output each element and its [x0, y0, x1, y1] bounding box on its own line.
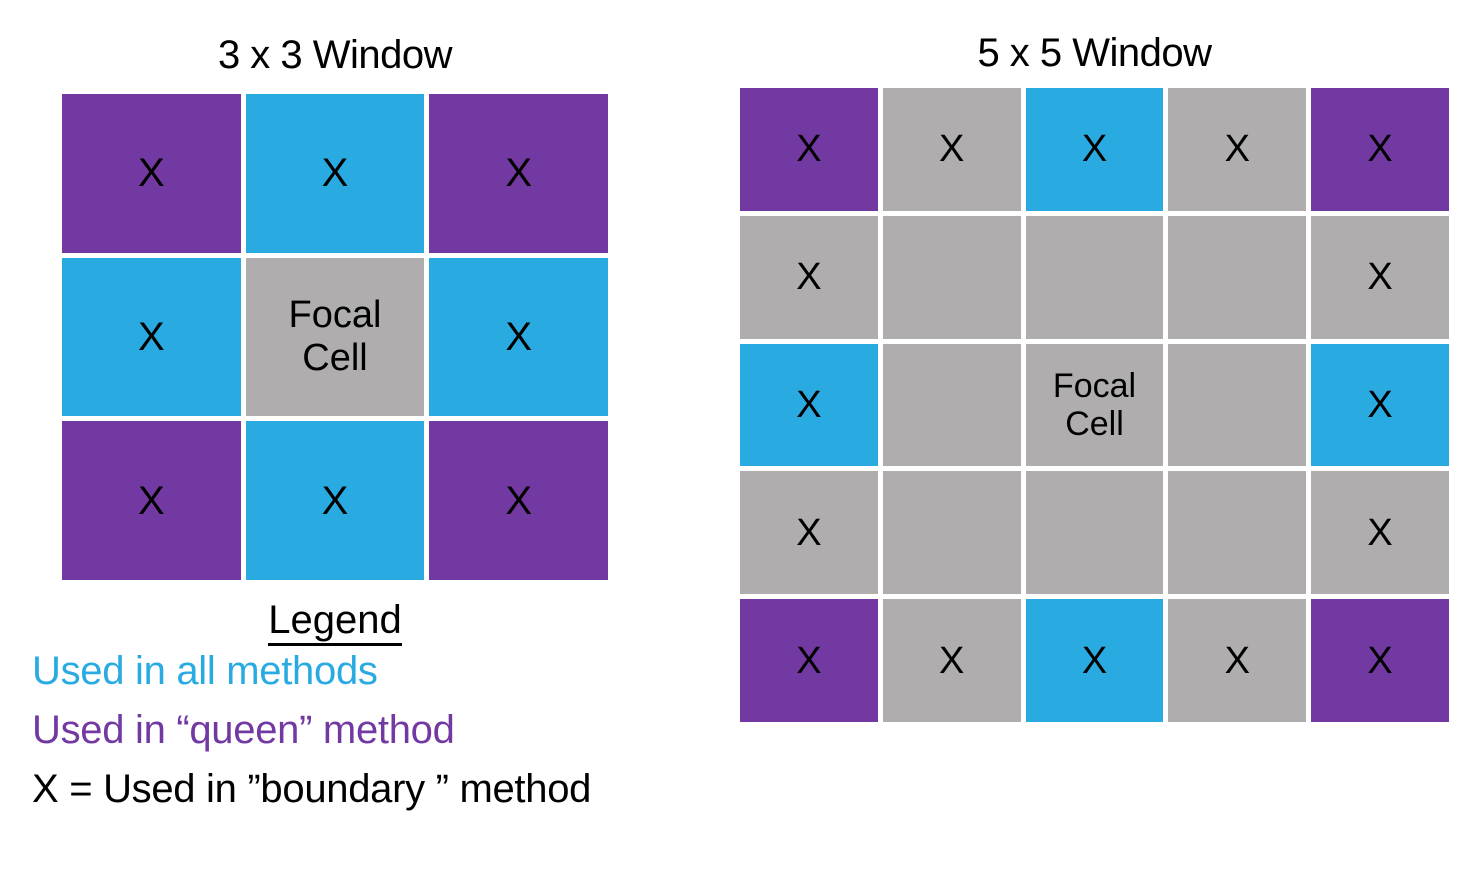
grid5x5-cell-r5c1: X: [740, 599, 878, 722]
boundary-mark-x: X: [1081, 128, 1108, 171]
grid5x5-cell-r5c2: X: [882, 599, 1021, 722]
grid5x5-cell-r4c5: X: [1311, 471, 1449, 595]
legend-entry-all-methods: Used in all methods: [32, 649, 378, 693]
boundary-mark-x: X: [796, 639, 822, 682]
grid3x3-cell-r3c3: X: [429, 421, 608, 580]
grid3x3-cell-r3c2: X: [245, 421, 425, 580]
grid5x5-cell-r3c2: [882, 343, 1021, 467]
boundary-mark-x: X: [321, 151, 349, 196]
boundary-mark-x: X: [1367, 511, 1393, 554]
grid3x3-cell-r2c2: Focal Cell: [245, 257, 425, 417]
focal-cell-label: Focal Cell: [288, 294, 382, 379]
grid5x5-cell-r2c3: [1025, 215, 1164, 339]
grid5x5-cell-r2c1: X: [740, 215, 878, 339]
grid5x5-cell-r4c3: [1025, 471, 1164, 595]
boundary-mark-x: X: [1081, 639, 1108, 682]
legend-title-text: Legend: [268, 598, 402, 646]
grid3x3-cell-r1c3: X: [429, 94, 608, 253]
grid5x5-cell-r4c4: [1168, 471, 1307, 595]
boundary-mark-x: X: [939, 639, 965, 682]
legend-title: Legend: [62, 598, 608, 646]
grid3x3-cell-r1c1: X: [62, 94, 241, 253]
boundary-mark-x: X: [1367, 639, 1393, 682]
grid5x5-cell-r4c1: X: [740, 471, 878, 595]
legend-entry-boundary-method: X = Used in ”boundary ” method: [32, 767, 592, 812]
boundary-mark-x: X: [796, 383, 822, 426]
grid5x5-cell-r5c4: X: [1168, 599, 1307, 722]
grid5x5-cell-r3c5: X: [1311, 343, 1449, 467]
grid5x5-cell-r2c4: [1168, 215, 1307, 339]
grid5x5-cell-r2c2: [882, 215, 1021, 339]
grid5x5-cell-r3c4: [1168, 343, 1307, 467]
grid3x3-cell-r2c1: X: [62, 257, 241, 417]
grid5x5-cell-r3c3: Focal Cell: [1025, 343, 1164, 467]
grid3x3-cell-r3c1: X: [62, 421, 241, 580]
boundary-mark-x: X: [796, 256, 822, 299]
boundary-mark-x: X: [939, 128, 965, 171]
grid5x5-cell-r3c1: X: [740, 343, 878, 467]
boundary-mark-x: X: [796, 511, 822, 554]
panel-title-3x3: 3 x 3 Window: [217, 33, 453, 77]
boundary-mark-x: X: [505, 151, 532, 196]
grid5x5-cell-r1c2: X: [882, 88, 1021, 211]
boundary-mark-x: X: [505, 314, 532, 359]
boundary-mark-x: X: [1367, 383, 1393, 426]
boundary-mark-x: X: [796, 128, 822, 171]
panel-title-5x5: 5 x 5 Window: [977, 31, 1212, 75]
boundary-mark-x: X: [137, 478, 165, 523]
grid5x5-cell-r2c5: X: [1311, 215, 1449, 339]
boundary-mark-x: X: [137, 151, 165, 196]
focal-cell-label: Focal Cell: [1052, 366, 1137, 443]
boundary-mark-x: X: [505, 478, 532, 523]
legend: Legend Used in all methods Used in “quee…: [18, 598, 728, 820]
grid3x3-cell-r2c3: X: [429, 257, 608, 417]
boundary-mark-x: X: [1224, 639, 1250, 682]
boundary-mark-x: X: [137, 314, 165, 359]
grid5x5-cell-r5c5: X: [1311, 599, 1449, 722]
boundary-mark-x: X: [1224, 128, 1250, 171]
grid5x5-cell-r1c1: X: [740, 88, 878, 211]
grid5x5-cell-r1c4: X: [1168, 88, 1307, 211]
grid5x5-cell-r1c5: X: [1311, 88, 1449, 211]
boundary-mark-x: X: [321, 478, 349, 523]
boundary-mark-x: X: [1367, 256, 1393, 299]
grid3x3-cell-r1c2: X: [245, 94, 425, 253]
legend-entry-queen-method: Used in “queen” method: [32, 708, 455, 753]
boundary-mark-x: X: [1367, 128, 1393, 171]
grid5x5-cell-r5c3: X: [1025, 599, 1164, 722]
grid5x5-cell-r4c2: [882, 471, 1021, 595]
grid5x5-cell-r1c3: X: [1025, 88, 1164, 211]
